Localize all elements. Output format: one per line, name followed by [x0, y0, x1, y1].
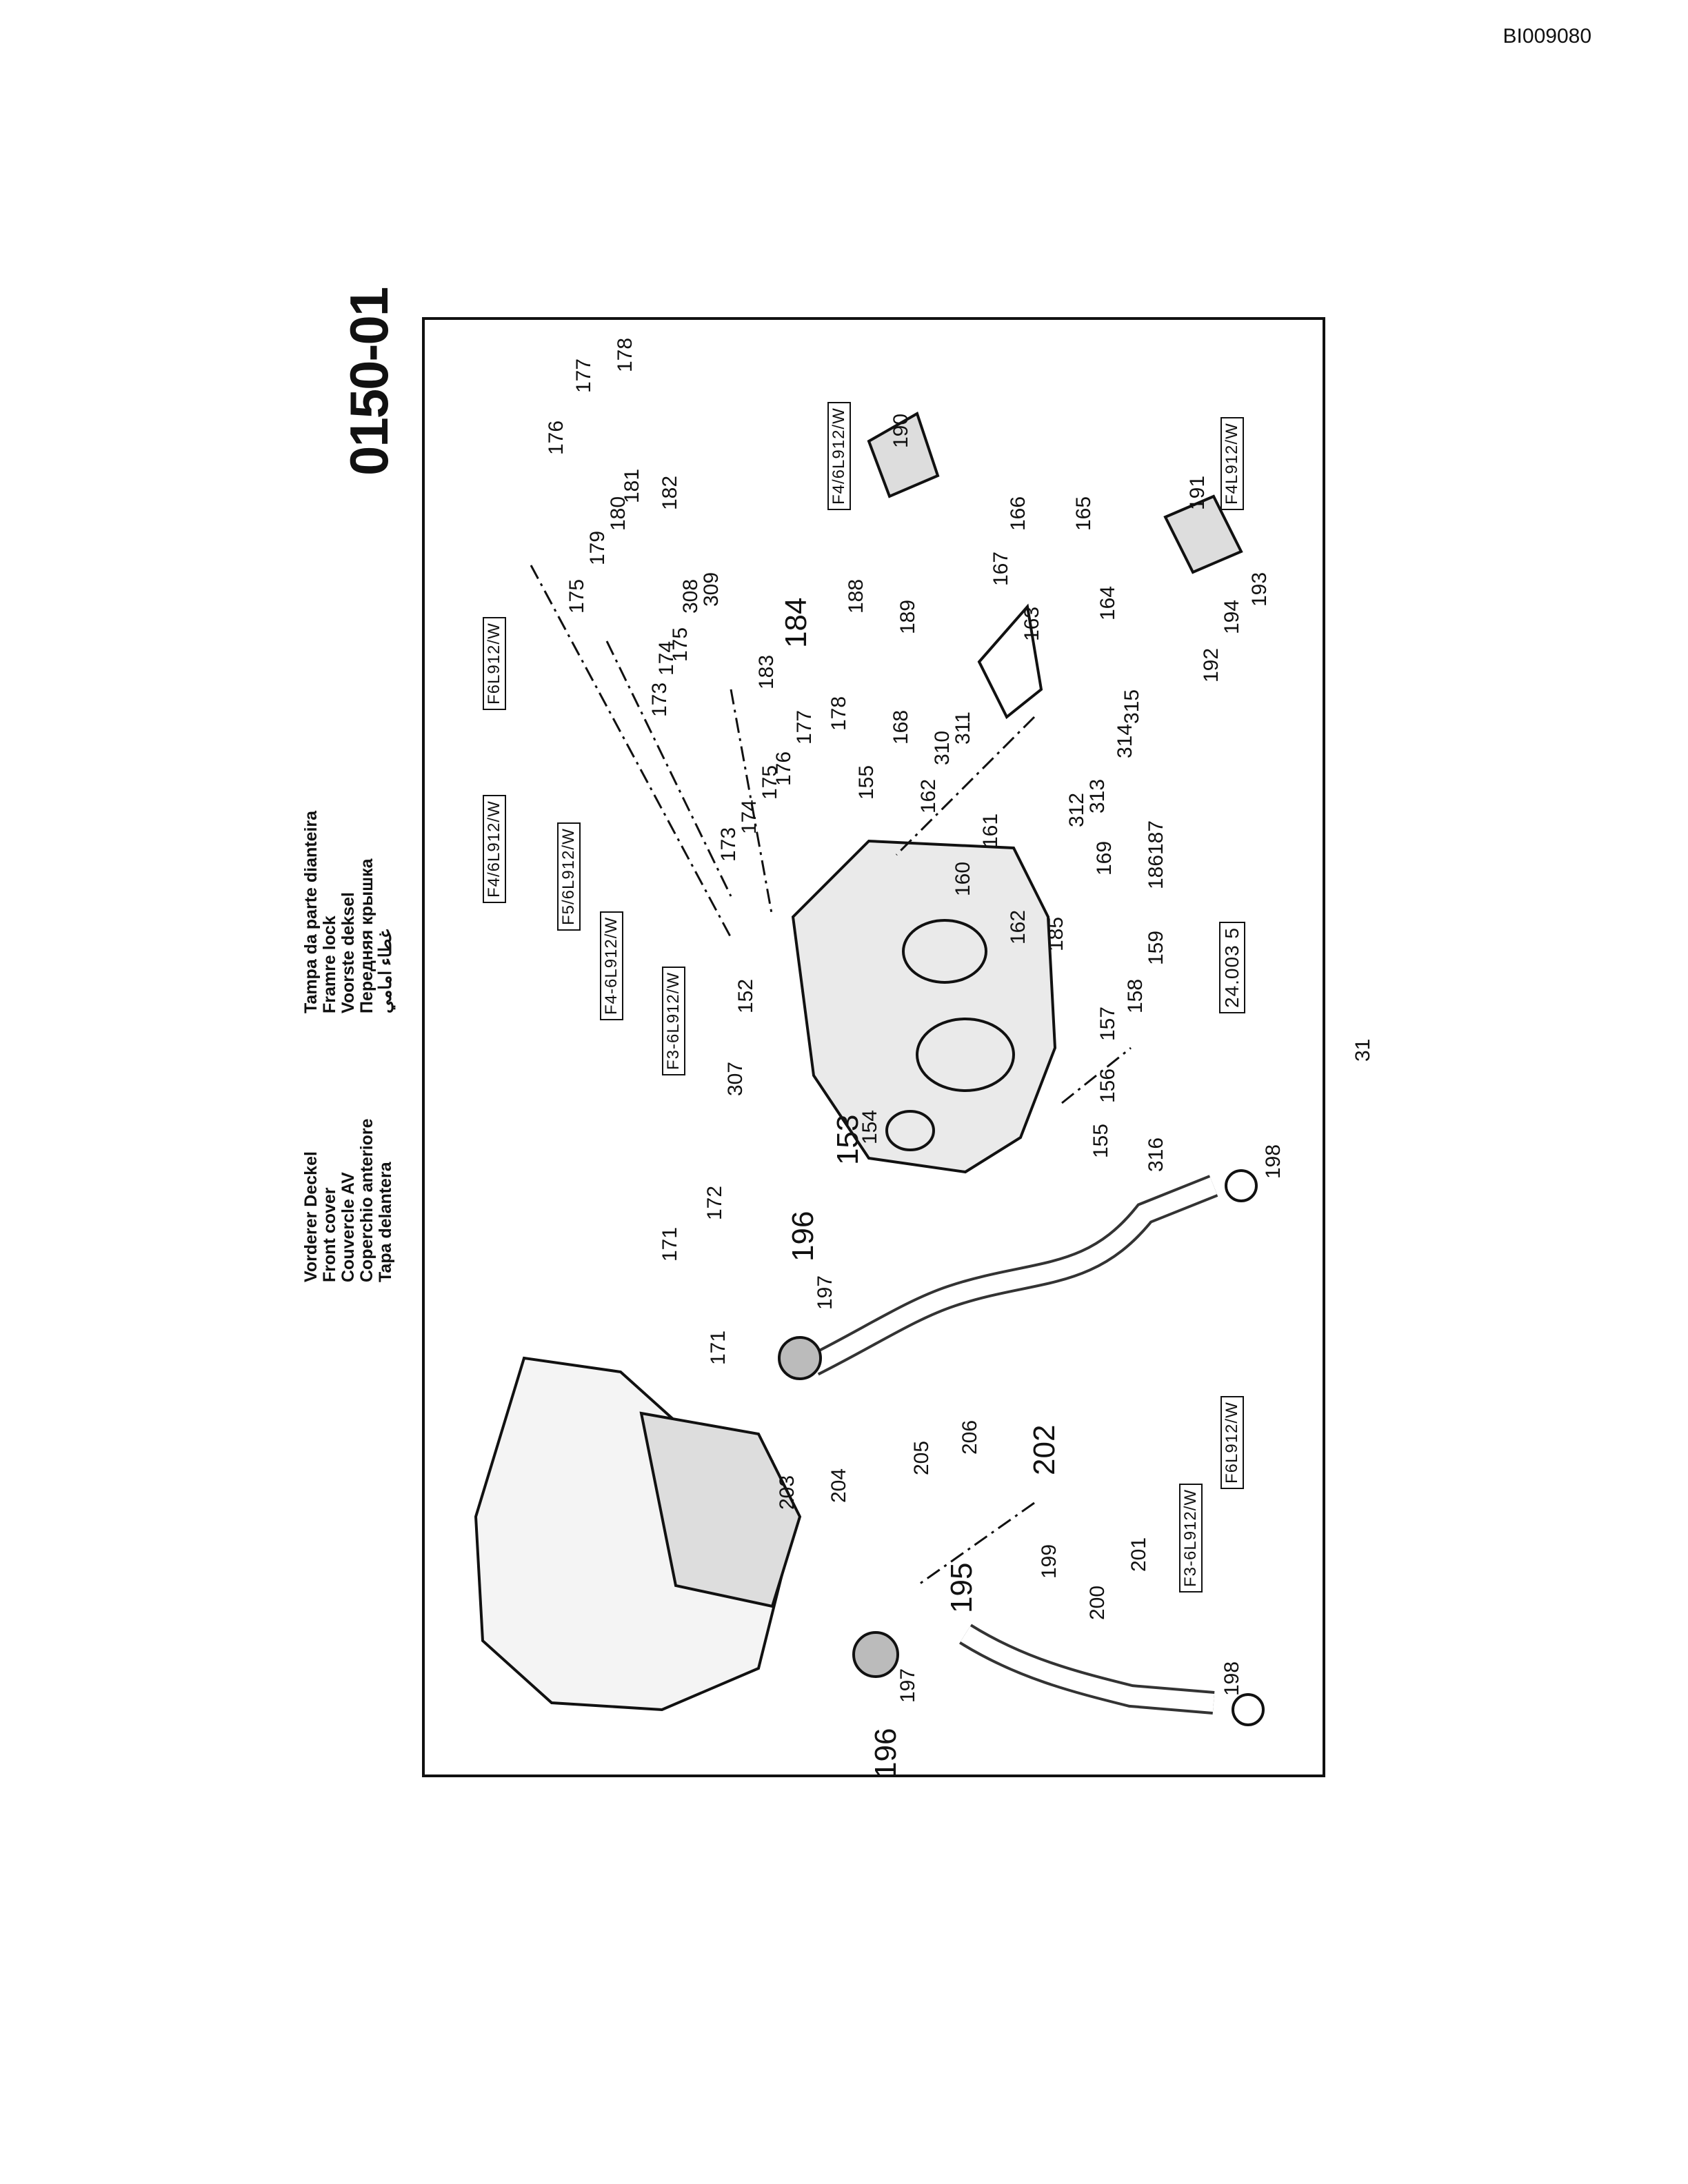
callout: 199	[1038, 1544, 1061, 1579]
callout: 310	[931, 730, 954, 765]
callout: 162	[1007, 909, 1029, 944]
callout: 184	[779, 597, 813, 648]
engine-label-3: F5/6L912/W	[557, 822, 581, 931]
callout: 161	[979, 813, 1002, 848]
callout: 203	[776, 1475, 798, 1510]
callout: 157	[1096, 1006, 1119, 1041]
callout: 164	[1096, 585, 1119, 620]
callout: 155	[1089, 1123, 1112, 1158]
callout: 177	[572, 358, 595, 393]
callout: 173	[648, 682, 671, 717]
callout: 166	[1007, 496, 1029, 531]
engine-label-1: F6L912/W	[483, 617, 506, 710]
engine-label-4: F4-6L912/W	[600, 911, 623, 1020]
callout: 314	[1114, 723, 1136, 758]
engine-label-9: F3-6L912/W	[1179, 1483, 1203, 1593]
callout: 315	[1121, 689, 1143, 724]
callout: 316	[1145, 1137, 1167, 1172]
callout: 172	[703, 1185, 726, 1220]
callout: 197	[814, 1275, 836, 1310]
engine-label-6: F4/6L912/W	[827, 402, 851, 510]
document-code: BI009080	[1503, 25, 1591, 48]
callout: 196	[786, 1211, 820, 1262]
callout: 176	[772, 751, 795, 786]
callout: 160	[952, 861, 974, 896]
callout: 174	[738, 799, 761, 834]
callout: 205	[910, 1440, 933, 1475]
callout: 193	[1248, 572, 1271, 607]
callout: 179	[586, 530, 609, 565]
callout: 168	[890, 709, 912, 745]
callout: 206	[958, 1419, 981, 1455]
callout: 171	[707, 1330, 730, 1365]
front-cover-housing	[791, 839, 1057, 1174]
callout: 175	[565, 578, 588, 614]
callout: 178	[827, 696, 850, 731]
callout: 195	[945, 1562, 978, 1613]
callout: 186	[1145, 854, 1167, 889]
callout: 171	[659, 1226, 681, 1262]
callout: 190	[890, 413, 912, 448]
callout: 158	[1124, 978, 1147, 1013]
callout: 307	[724, 1061, 747, 1096]
callout: 183	[755, 654, 778, 689]
callout: 175	[669, 627, 692, 662]
callout: 312	[1065, 792, 1088, 827]
callout: 188	[845, 578, 867, 614]
engine-label-2: F4/6L912/W	[483, 795, 506, 903]
callout: 154	[858, 1109, 881, 1144]
reference-box: 24.003 5	[1219, 922, 1245, 1013]
callout: 192	[1200, 647, 1223, 682]
callout: 169	[1093, 840, 1116, 876]
callout: 159	[1145, 930, 1167, 965]
callout: 181	[621, 468, 643, 503]
engine-label-7: F4L912/W	[1220, 417, 1244, 510]
callout: 178	[614, 337, 636, 372]
callout: 200	[1086, 1585, 1109, 1620]
callout: 189	[896, 599, 919, 634]
engine-label-8: F6L912/W	[1220, 1396, 1244, 1489]
callout: 185	[1045, 916, 1067, 951]
callout: 311	[952, 711, 974, 745]
callout: 198	[1262, 1144, 1285, 1179]
pipe-flange-191	[1163, 494, 1243, 574]
callout: 176	[545, 420, 567, 455]
callout: 173	[717, 827, 740, 862]
callout: 167	[989, 551, 1012, 586]
callout: 204	[827, 1468, 850, 1503]
callout: 313	[1086, 778, 1109, 813]
callout: 165	[1072, 496, 1095, 531]
callout: 194	[1220, 599, 1243, 634]
engine-label-5: F3-6L912/W	[662, 966, 685, 1075]
callout: 202	[1027, 1424, 1061, 1475]
callout: 191	[1186, 475, 1209, 510]
callout: 156	[1096, 1068, 1119, 1103]
callout: 308	[679, 578, 702, 614]
callout: 182	[659, 475, 681, 510]
callout: 187	[1145, 820, 1167, 855]
page-number: 31	[1352, 1038, 1374, 1062]
callout: 152	[734, 978, 757, 1013]
callout: 198	[1220, 1661, 1243, 1696]
callout: 163	[1021, 606, 1043, 641]
callout: 155	[855, 765, 878, 800]
callout: 196	[869, 1728, 903, 1779]
diagram-frame	[422, 317, 1325, 1777]
callout: 197	[896, 1668, 919, 1703]
callout: 177	[793, 709, 816, 745]
callout: 309	[700, 572, 723, 607]
callout: 162	[917, 778, 940, 813]
callout: 201	[1127, 1537, 1150, 1572]
